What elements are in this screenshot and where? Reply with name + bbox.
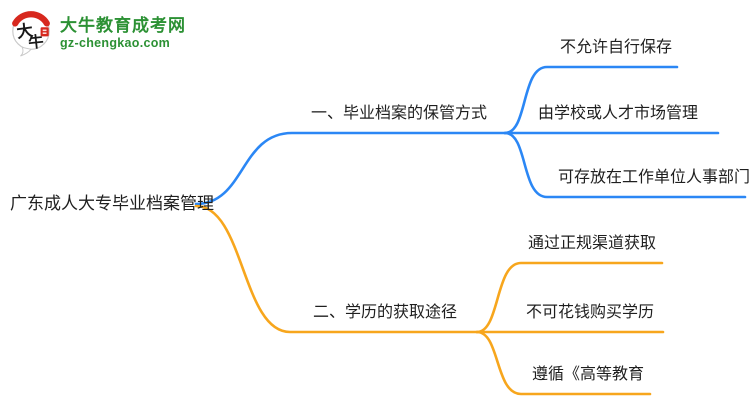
branch1-node[interactable]: 一、毕业档案的保管方式 bbox=[311, 105, 488, 122]
site-logo-text: 大牛教育成考网 gz-chengkao.com bbox=[60, 16, 186, 51]
branch2-leaf2-node[interactable]: 不可花钱购买学历 bbox=[526, 304, 655, 321]
branch2-leaf1-node[interactable]: 通过正规渠道获取 bbox=[528, 235, 657, 252]
branch2-leaf3-node[interactable]: 遵循《高等教育 bbox=[532, 366, 645, 383]
branch2-node[interactable]: 二、学历的获取途径 bbox=[313, 304, 458, 321]
root-node[interactable]: 广东成人大专毕业档案管理 bbox=[10, 194, 214, 213]
branch1-leaf3-node[interactable]: 可存放在工作单位人事部门 bbox=[558, 169, 750, 186]
site-logo-title: 大牛教育成考网 bbox=[60, 15, 186, 35]
branch1-leaf2-node[interactable]: 由学校或人才市场管理 bbox=[538, 105, 699, 122]
site-logo-domain: gz-chengkao.com bbox=[60, 35, 171, 50]
site-logo[interactable]: 大 牛 大牛教育成考网 gz-chengkao.com bbox=[8, 8, 186, 58]
daniu-logo-icon: 大 牛 bbox=[12, 11, 50, 57]
svg-text:牛: 牛 bbox=[27, 33, 44, 53]
svg-text:大: 大 bbox=[15, 20, 34, 41]
root-to-branch1-connector bbox=[194, 131, 507, 206]
branch1-leaf1-node[interactable]: 不允许自行保存 bbox=[560, 39, 673, 56]
